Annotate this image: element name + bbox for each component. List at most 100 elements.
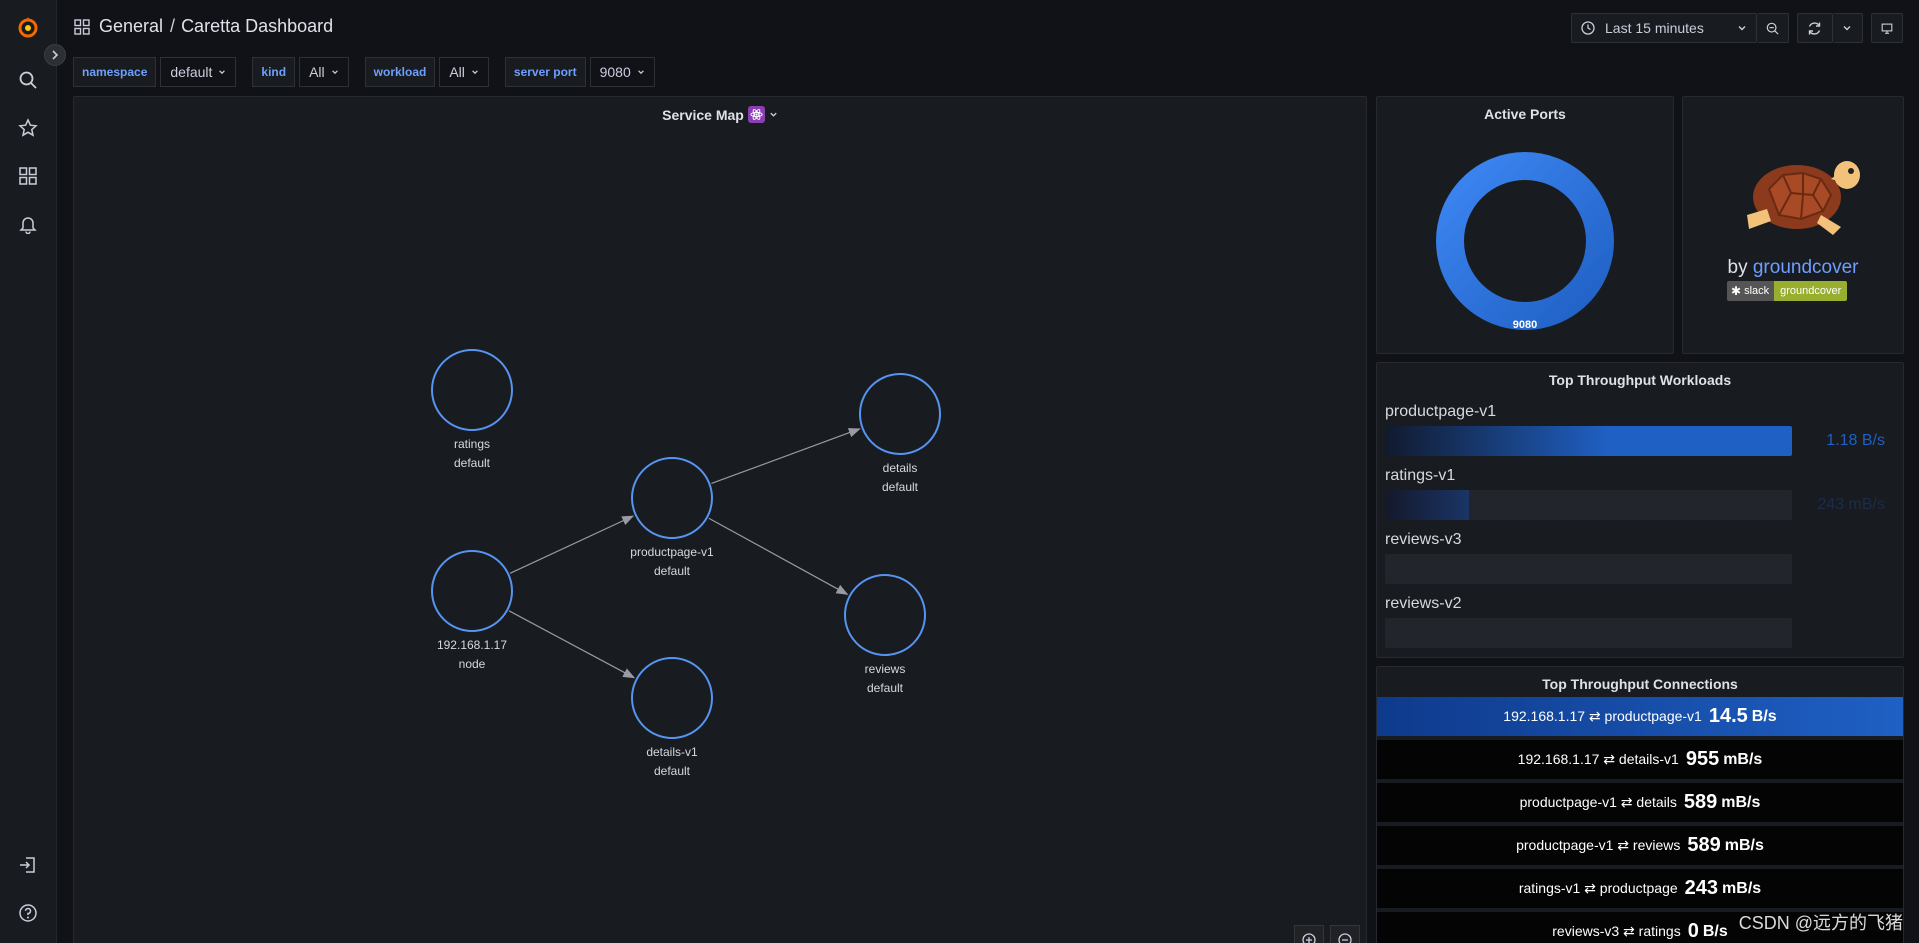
variables-bar: namespace default kind All workload All … xyxy=(73,57,655,87)
map-node-node[interactable] xyxy=(431,550,513,632)
namespace-select[interactable]: default xyxy=(160,57,237,87)
connection-unit: mB/s xyxy=(1723,750,1763,768)
star-icon[interactable] xyxy=(15,115,41,141)
grafana-logo-icon[interactable] xyxy=(15,14,41,40)
turtle-logo-icon xyxy=(1747,161,1860,235)
variable-label: workload xyxy=(364,57,436,87)
node-name: productpage-v1 xyxy=(630,545,714,559)
chevron-down-icon xyxy=(1843,26,1851,31)
zoom-in-button[interactable] xyxy=(1294,925,1324,943)
service-map-graph[interactable] xyxy=(74,97,1366,943)
zoom-out-button[interactable] xyxy=(1330,925,1360,943)
dashboards-icon[interactable] xyxy=(15,163,41,189)
time-range-picker[interactable]: Last 15 minutes xyxy=(1571,13,1757,43)
sign-in-icon[interactable] xyxy=(15,852,41,878)
node-namespace: default xyxy=(453,456,491,470)
connection-value: 14.5 xyxy=(1708,705,1748,727)
active-ports-donut xyxy=(1436,152,1614,330)
map-node-detailsv1[interactable] xyxy=(631,657,713,739)
map-edge[interactable] xyxy=(708,517,849,595)
workload-bar-track xyxy=(1385,426,1792,456)
node-name: reviews xyxy=(864,662,906,676)
connection-name: productpage-v1 ⇄ details xyxy=(1519,794,1677,810)
chevron-down-icon xyxy=(637,70,644,75)
monitor-icon xyxy=(1881,23,1893,34)
top-workloads-title[interactable]: Top Throughput Workloads xyxy=(1548,372,1732,388)
active-ports-title[interactable]: Active Ports xyxy=(1484,106,1566,122)
map-edge[interactable] xyxy=(508,610,636,679)
workload-name: ratings-v1 xyxy=(1385,467,1456,484)
refresh-button[interactable] xyxy=(1797,13,1833,43)
help-icon[interactable] xyxy=(15,900,41,926)
search-icon[interactable] xyxy=(15,67,41,93)
expand-nav-button[interactable] xyxy=(44,44,66,66)
connection-value: 589 xyxy=(1683,791,1718,813)
connection-name: 192.168.1.17 ⇄ productpage-v1 xyxy=(1503,708,1702,724)
workload-bar-track xyxy=(1385,490,1792,520)
variable-label: namespace xyxy=(73,57,157,87)
workload-bar-fill[interactable] xyxy=(1385,426,1792,456)
connection-unit: mB/s xyxy=(1722,879,1762,897)
top-connections-title[interactable]: Top Throughput Connections xyxy=(1542,676,1738,692)
slack-badge[interactable]: ✱ slack groundcover xyxy=(1727,281,1848,301)
map-node-ratings[interactable] xyxy=(431,349,513,431)
workload-select[interactable]: All xyxy=(439,57,489,87)
top-header: General / Caretta Dashboard Last 15 minu… xyxy=(58,0,1919,54)
node-name: 192.168.1.17 xyxy=(436,638,508,652)
zoom-out-time-button[interactable] xyxy=(1757,13,1789,43)
map-edge[interactable] xyxy=(509,515,635,574)
variable-value: All xyxy=(309,64,325,80)
time-range-label: Last 15 minutes xyxy=(1605,20,1704,36)
chevron-down-icon xyxy=(770,112,777,117)
tv-mode-button[interactable] xyxy=(1871,13,1903,43)
map-node-details[interactable] xyxy=(859,373,941,455)
kind-select[interactable]: All xyxy=(299,57,349,87)
header-toolbar: Last 15 minutes xyxy=(1571,13,1903,43)
react-plugin-icon xyxy=(747,106,765,123)
zoom-out-icon xyxy=(1766,22,1779,35)
zoom-out-icon xyxy=(1338,933,1352,943)
map-node-reviews[interactable] xyxy=(844,574,926,656)
node-namespace: default xyxy=(653,764,691,778)
breadcrumb: General / Caretta Dashboard xyxy=(74,16,333,37)
chevron-down-icon xyxy=(331,70,338,75)
connection-value: 589 xyxy=(1687,834,1721,856)
refresh-icon xyxy=(1808,21,1821,35)
pie-slice[interactable] xyxy=(1436,152,1614,330)
groundcover-link[interactable]: groundcover xyxy=(1752,257,1859,278)
workload-value: 243 mB/s xyxy=(1817,496,1885,513)
workload-bar-fill[interactable] xyxy=(1385,490,1469,520)
map-node-productpage[interactable] xyxy=(631,457,713,539)
badge-left-text: slack xyxy=(1744,285,1770,297)
workload-bar-track xyxy=(1385,618,1792,648)
breadcrumb-folder[interactable]: General xyxy=(99,16,164,36)
server-port-select[interactable]: 9080 xyxy=(589,57,655,87)
refresh-interval-dropdown[interactable] xyxy=(1833,13,1863,43)
variable-value: 9080 xyxy=(599,64,631,80)
slack-icon: ✱ xyxy=(1731,284,1742,298)
bell-icon[interactable] xyxy=(15,211,41,237)
panel-title-text: Service Map xyxy=(662,106,744,123)
dashboard-grid-icon xyxy=(74,18,90,35)
zoom-in-icon xyxy=(1302,933,1316,943)
connection-name: productpage-v1 ⇄ reviews xyxy=(1516,837,1681,853)
connection-value: 0 xyxy=(1687,920,1699,942)
chevron-down-icon xyxy=(219,70,226,75)
workload-name: reviews-v2 xyxy=(1385,595,1462,612)
variable-value: default xyxy=(170,64,213,80)
variable-namespace: namespace default xyxy=(73,57,237,87)
node-namespace: node xyxy=(458,657,486,671)
page-title[interactable]: Caretta Dashboard xyxy=(181,16,334,36)
workload-bar-track xyxy=(1385,554,1792,584)
map-edge[interactable] xyxy=(711,428,861,485)
service-map-title[interactable]: Service Map xyxy=(74,106,1366,123)
